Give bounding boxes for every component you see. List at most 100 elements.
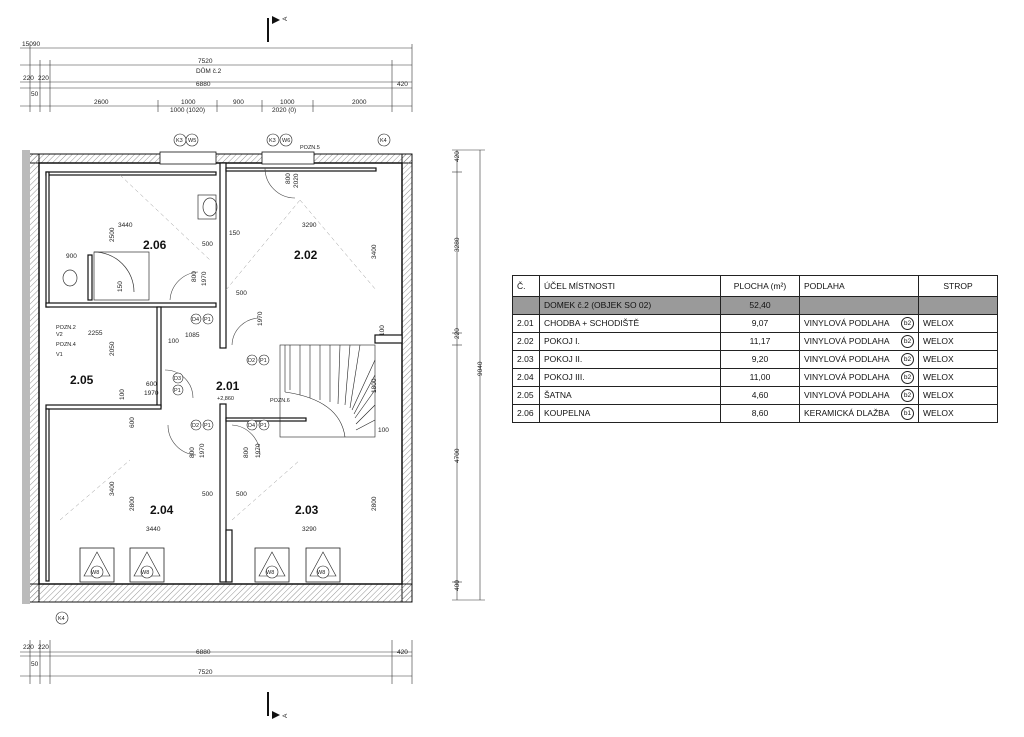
window-w8-1: W8 bbox=[79, 547, 115, 583]
svg-text:500: 500 bbox=[236, 290, 247, 297]
svg-text:3290: 3290 bbox=[302, 526, 317, 533]
section-mark-bottom: A bbox=[267, 692, 289, 719]
room-2-05: 2.05 bbox=[70, 373, 94, 387]
table-summary-row: DOMEK č.2 (OBJEK SO 02) 52,40 bbox=[512, 296, 998, 315]
svg-text:800: 800 bbox=[189, 447, 196, 458]
room-2-01: 2.01 bbox=[216, 379, 240, 393]
col-area: PLOCHA (m²) bbox=[720, 275, 800, 297]
svg-text:150: 150 bbox=[229, 230, 240, 237]
svg-text:100: 100 bbox=[119, 389, 126, 400]
svg-text:800: 800 bbox=[243, 447, 250, 458]
ceiling-projection-lines bbox=[59, 174, 377, 521]
floor-badge: b2 bbox=[901, 317, 914, 330]
note-pozn2: POZN.2 bbox=[56, 325, 76, 331]
svg-text:100: 100 bbox=[168, 338, 179, 345]
dim-offset: 50 bbox=[31, 91, 39, 98]
svg-text:W8: W8 bbox=[91, 570, 99, 576]
dim-bottom-offset: 50 bbox=[31, 661, 39, 668]
svg-text:150: 150 bbox=[117, 281, 124, 292]
dim-wall-right: 420 bbox=[397, 81, 408, 88]
dim-opening-1: 1000 (1020) bbox=[170, 107, 205, 114]
svg-text:A: A bbox=[282, 713, 289, 718]
room-2-01-level: +2,860 bbox=[217, 396, 234, 402]
right-dimensions bbox=[452, 149, 485, 601]
tag-k4-top: K4 bbox=[380, 138, 387, 144]
note-v1: V1 bbox=[56, 352, 63, 358]
room-schedule-table: Č. ÚČEL MÍSTNOSTI PLOCHA (m²) PODLAHA ST… bbox=[512, 275, 998, 423]
svg-text:2255: 2255 bbox=[88, 330, 103, 337]
floor-badge: b2 bbox=[901, 353, 914, 366]
svg-text:3440: 3440 bbox=[146, 526, 161, 533]
tag-d4-b: D4 bbox=[248, 423, 255, 429]
dim-right-1: 420 bbox=[454, 151, 461, 162]
tag-k3-a: K3 bbox=[176, 138, 183, 144]
house-label: DŮM č.2 bbox=[196, 66, 222, 75]
dim-right-4: 4700 bbox=[454, 448, 461, 463]
svg-text:500: 500 bbox=[236, 491, 247, 498]
svg-text:1970: 1970 bbox=[257, 311, 264, 326]
svg-text:W8: W8 bbox=[317, 570, 325, 576]
window-w8-3: W8 bbox=[254, 547, 290, 583]
svg-text:100: 100 bbox=[379, 325, 386, 336]
room-2-02: 2.02 bbox=[294, 248, 318, 262]
svg-text:1970: 1970 bbox=[144, 390, 159, 397]
dim-overall: 15090 bbox=[22, 41, 40, 48]
svg-text:3290: 3290 bbox=[302, 222, 317, 229]
svg-text:2800: 2800 bbox=[371, 496, 378, 511]
note-pozn5: POZN.5 bbox=[300, 145, 320, 151]
room-2-03: 2.03 bbox=[295, 503, 319, 517]
dim-bottom-wall-left-a: 220 bbox=[23, 644, 34, 651]
summary-name: DOMEK č.2 (OBJEK SO 02) bbox=[539, 296, 721, 315]
dim-seg-1: 2600 bbox=[94, 99, 109, 106]
col-room-purpose: ÚČEL MÍSTNOSTI bbox=[539, 275, 721, 297]
dim-bottom-inner-width: 6880 bbox=[196, 649, 211, 656]
floor-badge: b2 bbox=[901, 389, 914, 402]
table-row: 2.01 CHODBA + SCHODIŠTĚ 9,07 VINYLOVÁ PO… bbox=[512, 314, 998, 333]
staircase bbox=[279, 344, 376, 438]
window-w8-4: W8 bbox=[305, 547, 341, 583]
svg-text:800: 800 bbox=[191, 271, 198, 282]
svg-text:600: 600 bbox=[146, 381, 157, 388]
inner-dimensions: 3440 3290 2500 500 150 3400 900 500 800 … bbox=[66, 173, 389, 533]
svg-text:900: 900 bbox=[66, 253, 77, 260]
svg-text:1970: 1970 bbox=[201, 271, 208, 286]
note-v2: V2 bbox=[56, 332, 63, 338]
col-floor: PODLAHA bbox=[799, 275, 919, 297]
svg-text:500: 500 bbox=[202, 491, 213, 498]
svg-text:500: 500 bbox=[202, 241, 213, 248]
dim-right-2: 3280 bbox=[454, 237, 461, 252]
dim-seg-4: 1000 bbox=[280, 99, 295, 106]
dim-right-total: 9040 bbox=[477, 361, 484, 376]
col-number: Č. bbox=[512, 275, 540, 297]
svg-text:A: A bbox=[282, 16, 289, 21]
bathroom-fixtures bbox=[62, 194, 218, 301]
bottom-dimensions bbox=[20, 640, 413, 684]
dim-house-width: 7520 bbox=[198, 58, 213, 65]
tag-p1-e: P1 bbox=[260, 423, 267, 429]
note-pozn4: POZN.4 bbox=[56, 342, 76, 348]
floor-badge: b2 bbox=[901, 371, 914, 384]
tag-p1-a: P1 bbox=[204, 317, 211, 323]
svg-text:2500: 2500 bbox=[109, 227, 116, 242]
svg-text:1970: 1970 bbox=[199, 443, 206, 458]
dim-bottom-house-width: 7520 bbox=[198, 669, 213, 676]
top-dimensions bbox=[20, 44, 413, 112]
svg-text:2050: 2050 bbox=[109, 341, 116, 356]
dim-wall-left-b: 220 bbox=[38, 75, 49, 82]
tag-p1-d: P1 bbox=[204, 423, 211, 429]
interior-walls bbox=[45, 162, 403, 583]
tag-d4-a: D4 bbox=[192, 317, 199, 323]
tag-k4-bottom: K4 bbox=[58, 616, 65, 622]
dim-seg-5: 2000 bbox=[352, 99, 367, 106]
room-2-06: 2.06 bbox=[143, 238, 167, 252]
dim-seg-3: 900 bbox=[233, 99, 244, 106]
outer-walls bbox=[28, 151, 413, 603]
tag-d3: D3 bbox=[174, 376, 181, 382]
section-mark-top: A bbox=[267, 16, 289, 42]
tag-w6: W6 bbox=[282, 138, 290, 144]
col-ceiling: STROP bbox=[918, 275, 998, 297]
